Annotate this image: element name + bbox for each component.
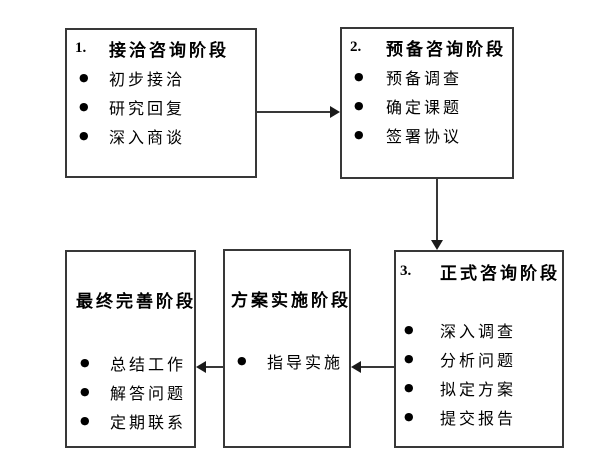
- stage-title: 接洽咨询阶段: [109, 41, 229, 60]
- list-item-label: 解答问题: [110, 385, 187, 403]
- bullet-icon: ●: [404, 352, 414, 365]
- arrow-right-icon: [330, 106, 340, 118]
- list-item: ● 总结工作: [67, 348, 194, 377]
- list-item-label: 总结工作: [110, 356, 187, 374]
- stage-box-2-preparatory-consulting: 2. 预备咨询阶段 ● 预备调查 ● 确定课题 ● 签署协议: [340, 27, 514, 179]
- bullet-icon: ●: [80, 356, 90, 369]
- arrow-left-icon: [196, 361, 206, 373]
- bullet-icon: ●: [237, 354, 247, 367]
- bullet-icon: ●: [404, 410, 414, 423]
- list-item-label: 确定课题: [386, 99, 463, 117]
- bullet-icon: ●: [80, 385, 90, 398]
- stage-box-1-initial-contact: 1. 接洽咨询阶段 ● 初步接洽 ● 研究回复 ● 深入商谈: [65, 28, 257, 178]
- list-item: ● 深入商谈: [67, 121, 255, 150]
- bullet-icon: ●: [354, 99, 364, 112]
- list-item: ● 分析问题: [396, 344, 562, 373]
- list-item: ● 定期联系: [67, 406, 194, 435]
- list-item: ● 指导实施: [225, 346, 349, 375]
- list-item-label: 签署协议: [386, 128, 463, 146]
- list-item-label: 预备调查: [386, 70, 463, 88]
- stage-title-row: 2. 预备咨询阶段: [342, 33, 512, 62]
- stage-title-row: 3. 正式咨询阶段: [396, 257, 562, 286]
- list-item-label: 研究回复: [109, 100, 186, 118]
- list-item: ● 研究回复: [67, 92, 255, 121]
- stage-box-4-implementation: 方案实施阶段 ● 指导实施: [223, 249, 351, 448]
- list-item: ● 预备调查: [342, 62, 512, 91]
- list-item-label: 初步接洽: [109, 71, 186, 89]
- spacer: [396, 286, 562, 315]
- arrow-stage2-to-stage3-line: [436, 179, 438, 241]
- list-item: ● 确定课题: [342, 91, 512, 120]
- stage-number: 3.: [400, 263, 412, 279]
- list-item: ● 签署协议: [342, 120, 512, 149]
- spacer: [67, 314, 194, 348]
- bullet-icon: ●: [354, 70, 364, 83]
- bullet-icon: ●: [79, 100, 89, 113]
- stage-box-3-formal-consulting: 3. 正式咨询阶段 ● 深入调查 ● 分析问题 ● 拟定方案 ● 提交报告: [394, 250, 564, 448]
- bullet-icon: ●: [79, 71, 89, 84]
- stage-title-row: 1. 接洽咨询阶段: [67, 34, 255, 63]
- bullet-icon: ●: [79, 129, 89, 142]
- list-item: ● 拟定方案: [396, 373, 562, 402]
- stage-title: 正式咨询阶段: [440, 264, 560, 283]
- stage-title-row: 方案实施阶段: [225, 284, 349, 313]
- arrow-down-icon: [431, 240, 443, 250]
- stage-title: 预备咨询阶段: [386, 40, 506, 59]
- bullet-icon: ●: [404, 323, 414, 336]
- list-item-label: 定期联系: [110, 414, 187, 432]
- list-item-label: 拟定方案: [440, 381, 517, 399]
- stage-title: 方案实施阶段: [231, 291, 351, 310]
- arrow-stage3-to-stage4-line: [359, 366, 394, 368]
- arrow-stage1-to-stage2-line: [257, 111, 332, 113]
- list-item-label: 提交报告: [440, 410, 517, 428]
- stage-number: 2.: [350, 39, 362, 55]
- list-item-label: 深入商谈: [109, 129, 186, 147]
- stage-title-row: 最终完善阶段: [67, 285, 194, 314]
- spacer: [225, 313, 349, 346]
- bullet-icon: ●: [80, 414, 90, 427]
- list-item: ● 初步接洽: [67, 63, 255, 92]
- list-item-label: 深入调查: [440, 323, 517, 341]
- bullet-icon: ●: [404, 381, 414, 394]
- list-item-label: 指导实施: [267, 354, 344, 372]
- arrow-stage4-to-stage5-line: [204, 366, 223, 368]
- stage-number: 1.: [75, 40, 87, 56]
- list-item-label: 分析问题: [440, 352, 517, 370]
- list-item: ● 深入调查: [396, 315, 562, 344]
- arrow-left-icon: [351, 361, 361, 373]
- bullet-icon: ●: [354, 128, 364, 141]
- list-item: ● 解答问题: [67, 377, 194, 406]
- stage-box-5-final-improvement: 最终完善阶段 ● 总结工作 ● 解答问题 ● 定期联系: [65, 250, 196, 448]
- stage-title: 最终完善阶段: [76, 292, 196, 311]
- list-item: ● 提交报告: [396, 402, 562, 431]
